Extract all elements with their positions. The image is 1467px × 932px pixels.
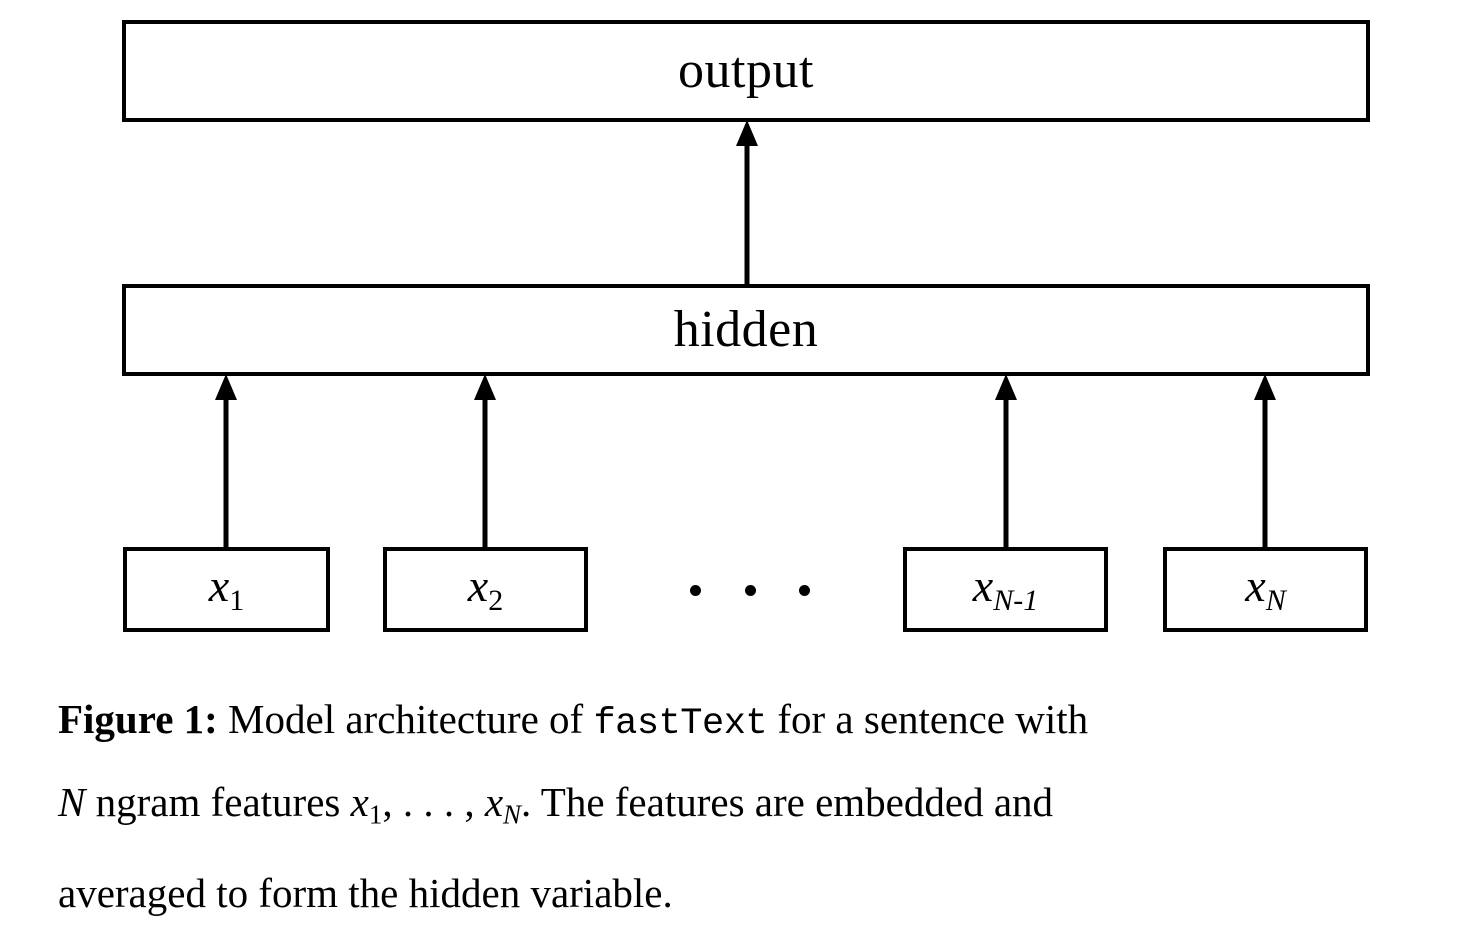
arrow-xn-to-hidden bbox=[1253, 374, 1277, 550]
arrow-xn-minus-1-to-hidden bbox=[994, 374, 1018, 550]
hidden-layer-label: hidden bbox=[673, 301, 819, 358]
dot-icon bbox=[690, 584, 701, 596]
dot-icon bbox=[744, 584, 756, 596]
caption-text-2b: . The features are embedded and bbox=[521, 779, 1054, 825]
arrow-x1-to-hidden bbox=[214, 374, 238, 550]
arrow-shaft bbox=[223, 388, 229, 550]
caption-line-3: averaged to form the hidden variable. bbox=[58, 869, 673, 916]
arrowhead-icon bbox=[995, 374, 1017, 400]
subscript-n-minus-1: N-1 bbox=[993, 584, 1039, 617]
output-layer-label: output bbox=[678, 42, 814, 99]
hidden-layer-box: hidden bbox=[122, 284, 1370, 376]
caption-line-2: N ngram features x1, . . . , xN. The fea… bbox=[58, 763, 1448, 854]
caption-math-n: N bbox=[58, 779, 86, 825]
arrow-x2-to-hidden bbox=[473, 374, 497, 550]
model-architecture-diagram: output hidden x1 x2 xN-1 xN bbox=[122, 20, 1370, 632]
arrow-shaft bbox=[1262, 388, 1268, 550]
caption-text-1b: for a sentence with bbox=[767, 696, 1089, 742]
figure-caption: Figure 1: Model architecture of fastText… bbox=[58, 680, 1448, 932]
input-feature-label-x1: x1 bbox=[208, 560, 245, 617]
caption-text-2a: ngram features bbox=[85, 779, 351, 825]
input-feature-box-x1: x1 bbox=[123, 547, 330, 632]
arrow-shaft bbox=[1003, 388, 1009, 550]
input-feature-box-x2: x2 bbox=[383, 547, 588, 632]
arrowhead-icon bbox=[215, 374, 237, 400]
input-feature-label-x2: x2 bbox=[467, 560, 504, 617]
caption-text-1a: Model architecture of bbox=[217, 696, 594, 742]
dot-icon bbox=[799, 584, 810, 596]
caption-line-1: Figure 1: Model architecture of fastText… bbox=[58, 680, 1448, 763]
input-feature-label-xn: xN bbox=[1245, 560, 1286, 617]
input-feature-label-xn-minus-1: xN-1 bbox=[972, 560, 1039, 617]
arrowhead-icon bbox=[1254, 374, 1276, 400]
arrowhead-icon bbox=[736, 120, 758, 146]
input-feature-box-xn: xN bbox=[1163, 547, 1368, 632]
arrow-shaft bbox=[744, 134, 750, 286]
arrowhead-icon bbox=[474, 374, 496, 400]
caption-mono-fasttext: fastText bbox=[593, 703, 768, 745]
ellipsis-dots bbox=[690, 560, 810, 620]
arrow-hidden-to-output bbox=[735, 120, 759, 286]
caption-math-feature-list: x1, . . . , xN bbox=[350, 779, 522, 830]
input-feature-box-xn-minus-1: xN-1 bbox=[903, 547, 1108, 632]
arrow-shaft bbox=[482, 388, 488, 550]
figure-label: Figure 1: bbox=[58, 696, 218, 742]
output-layer-box: output bbox=[122, 20, 1370, 122]
